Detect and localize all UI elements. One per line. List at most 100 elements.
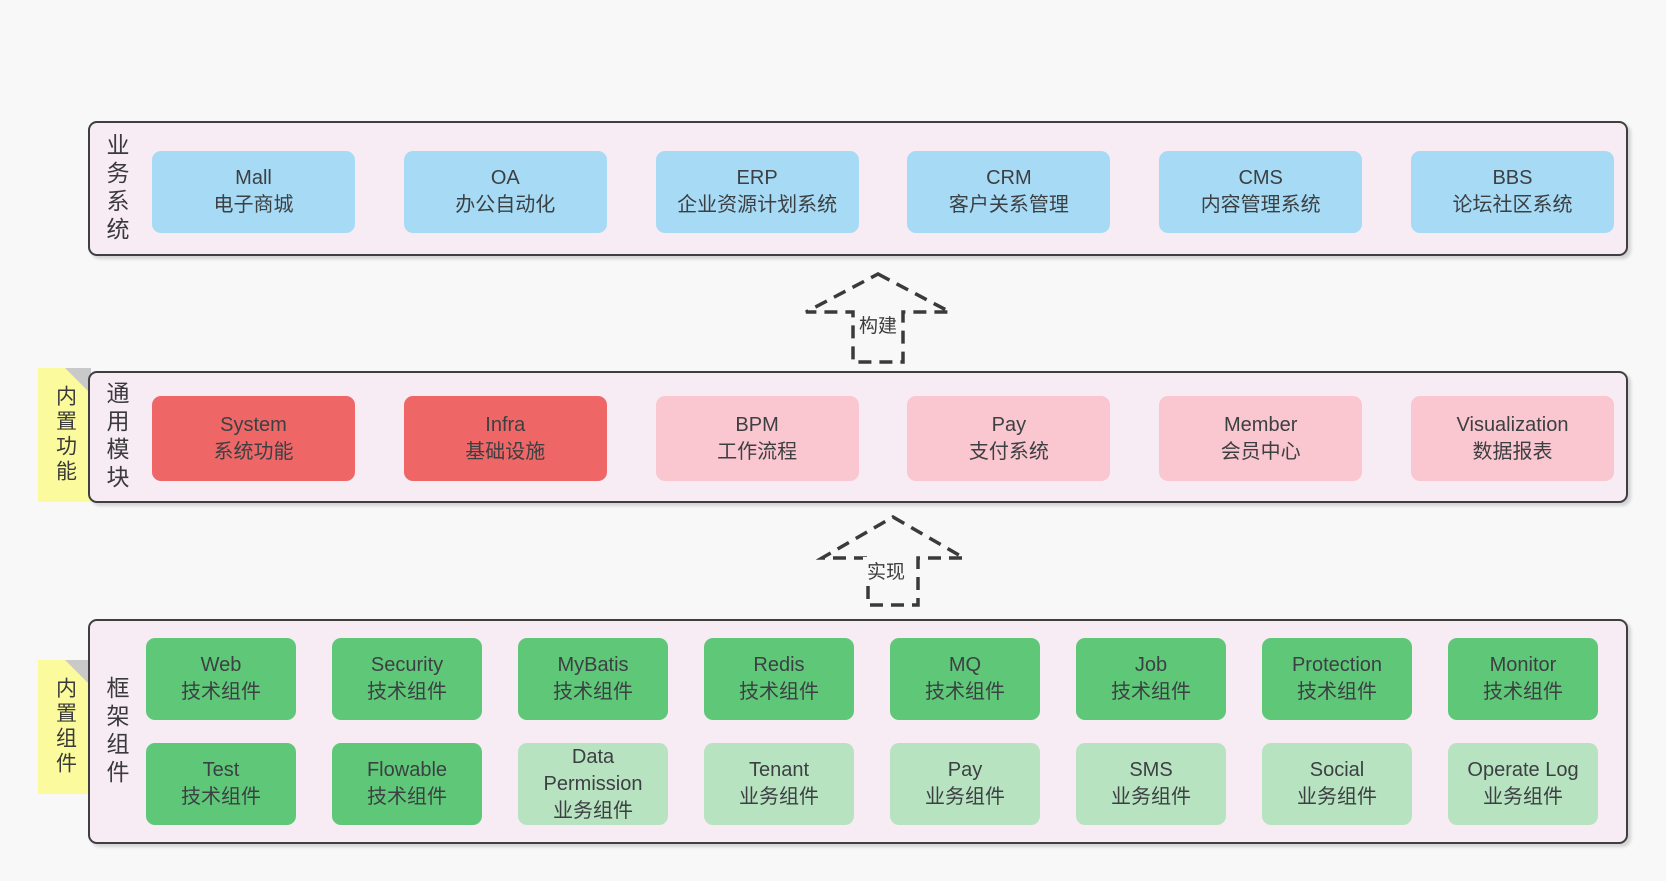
- box-title: Job: [1134, 654, 1168, 676]
- module-box-operate-log: Operate Log 业务组件: [1448, 743, 1598, 825]
- module-box-crm: CRM 客户关系管理: [907, 151, 1111, 233]
- box-row: System 系统功能 Infra 基础设施 BPM 工作流程 Pay 支付系统 Member 会…: [152, 396, 1614, 481]
- box-title: CMS: [1238, 167, 1283, 189]
- box-subtitle: 技术组件: [739, 681, 819, 703]
- box-subtitle: 企业资源计划系统: [677, 194, 838, 216]
- box-subtitle: 业务组件: [553, 799, 633, 822]
- box-title: Pay: [947, 759, 983, 781]
- module-box-visualization: Visualization 数据报表: [1410, 396, 1614, 481]
- module-box-bpm: BPM 工作流程: [655, 396, 859, 481]
- section-common-modules: 通用模块 System 系统功能 Infra 基础设施 BPM 工作流程 Pay 支付系统 Me…: [88, 371, 1628, 503]
- box-title: Operate Log: [1467, 759, 1579, 781]
- module-box-job: Job 技术组件: [1076, 638, 1226, 720]
- box-subtitle: 内容管理系统: [1200, 194, 1321, 216]
- box-subtitle: 技术组件: [1297, 681, 1377, 703]
- arrow-label: 构建: [854, 311, 902, 338]
- box-title: Test: [202, 759, 240, 781]
- module-box-redis: Redis 技术组件: [704, 638, 854, 720]
- box-subtitle: 会员中心: [1220, 440, 1301, 463]
- section-business-systems: 业务系统 Mall 电子商城 OA 办公自动化 ERP 企业资源计划系统 CRM 客户关系管理…: [88, 121, 1628, 256]
- section-label: 业务系统: [103, 132, 129, 245]
- box-title: Infra: [485, 413, 526, 436]
- box-row: Mall 电子商城 OA 办公自动化 ERP 企业资源计划系统 CRM 客户关系管理 CMS 内容…: [152, 151, 1614, 233]
- section-label: 框架组件: [103, 675, 129, 788]
- box-title: BPM: [735, 413, 779, 436]
- sticky-note-label: 内置功能: [53, 385, 77, 485]
- box-title: Member: [1224, 413, 1298, 436]
- sticky-note-label: 内置组件: [53, 677, 77, 777]
- sticky-note-builtin-components: 内置组件: [38, 660, 91, 794]
- module-box-data-permission: Data Permission 业务组件: [518, 743, 668, 825]
- box-subtitle: 技术组件: [1111, 681, 1191, 703]
- box-subtitle: 技术组件: [1483, 681, 1563, 703]
- box-subtitle: 数据报表: [1472, 440, 1553, 463]
- box-title: Security: [370, 654, 444, 676]
- box-title: SMS: [1129, 759, 1173, 781]
- module-box-oa: OA 办公自动化: [403, 151, 607, 233]
- box-title: Tenant: [748, 759, 810, 781]
- box-title: CRM: [986, 167, 1032, 189]
- box-title: MyBatis: [557, 654, 629, 676]
- box-title: Monitor: [1489, 654, 1557, 676]
- module-box-web: Web 技术组件: [146, 638, 296, 720]
- box-subtitle: 技术组件: [367, 681, 447, 703]
- box-title: Flowable: [366, 759, 448, 781]
- box-subtitle: 办公自动化: [455, 194, 556, 216]
- box-subtitle: 论坛社区系统: [1452, 194, 1573, 216]
- box-title: Pay: [991, 413, 1027, 436]
- box-subtitle: 业务组件: [1483, 786, 1563, 808]
- module-box-infra: Infra 基础设施: [403, 396, 607, 481]
- sticky-note-builtin-features: 内置功能: [38, 368, 91, 502]
- module-box-security: Security 技术组件: [332, 638, 482, 720]
- box-subtitle: 业务组件: [925, 786, 1005, 808]
- box-title: ERP: [736, 167, 778, 189]
- box-title: Visualization: [1456, 413, 1569, 436]
- section-label: 通用模块: [103, 381, 129, 493]
- box-subtitle: 技术组件: [553, 681, 633, 703]
- arrow-implement-up: [816, 514, 970, 607]
- module-box-pay: Pay 业务组件: [890, 743, 1040, 825]
- module-box-mq: MQ 技术组件: [890, 638, 1040, 720]
- box-subtitle: 基础设施: [465, 440, 546, 463]
- box-subtitle: 技术组件: [181, 786, 261, 808]
- box-subtitle: 业务组件: [1297, 786, 1377, 808]
- module-box-sms: SMS 业务组件: [1076, 743, 1226, 825]
- box-subtitle: 电子商城: [213, 194, 294, 216]
- module-box-erp: ERP 企业资源计划系统: [655, 151, 859, 233]
- module-box-tenant: Tenant 业务组件: [704, 743, 854, 825]
- box-subtitle: 客户关系管理: [948, 194, 1069, 216]
- module-box-mall: Mall 电子商城: [152, 151, 355, 233]
- module-box-protection: Protection 技术组件: [1262, 638, 1412, 720]
- module-box-flowable: Flowable 技术组件: [332, 743, 482, 825]
- box-title: OA: [490, 167, 520, 189]
- box-subtitle: 业务组件: [739, 786, 819, 808]
- module-box-monitor: Monitor 技术组件: [1448, 638, 1598, 720]
- module-box-bbs: BBS 论坛社区系统: [1410, 151, 1614, 233]
- module-box-mybatis: MyBatis 技术组件: [518, 638, 668, 720]
- box-title: Redis: [753, 654, 805, 676]
- box-subtitle: 支付系统: [968, 440, 1049, 463]
- module-box-system: System 系统功能: [152, 396, 355, 481]
- box-title: System: [220, 413, 287, 436]
- box-title: Protection: [1291, 654, 1383, 676]
- module-box-social: Social 业务组件: [1262, 743, 1412, 825]
- arrow-label: 实现: [862, 557, 910, 584]
- module-box-test: Test 技术组件: [146, 743, 296, 825]
- box-title: MQ: [948, 654, 982, 676]
- box-title: Data Permission: [543, 745, 643, 795]
- box-subtitle: 工作流程: [717, 440, 798, 463]
- box-title: BBS: [1492, 167, 1533, 189]
- box-subtitle: 技术组件: [181, 681, 261, 703]
- box-subtitle: 业务组件: [1111, 786, 1191, 808]
- arrow-build-up: [805, 272, 951, 364]
- module-box-cms: CMS 内容管理系统: [1159, 151, 1363, 233]
- box-title: Social: [1309, 759, 1365, 781]
- box-subtitle: 技术组件: [925, 681, 1005, 703]
- box-title: Web: [200, 654, 242, 676]
- box-subtitle: 技术组件: [367, 786, 447, 808]
- box-subtitle: 系统功能: [213, 440, 294, 463]
- box-title: Mall: [235, 167, 272, 189]
